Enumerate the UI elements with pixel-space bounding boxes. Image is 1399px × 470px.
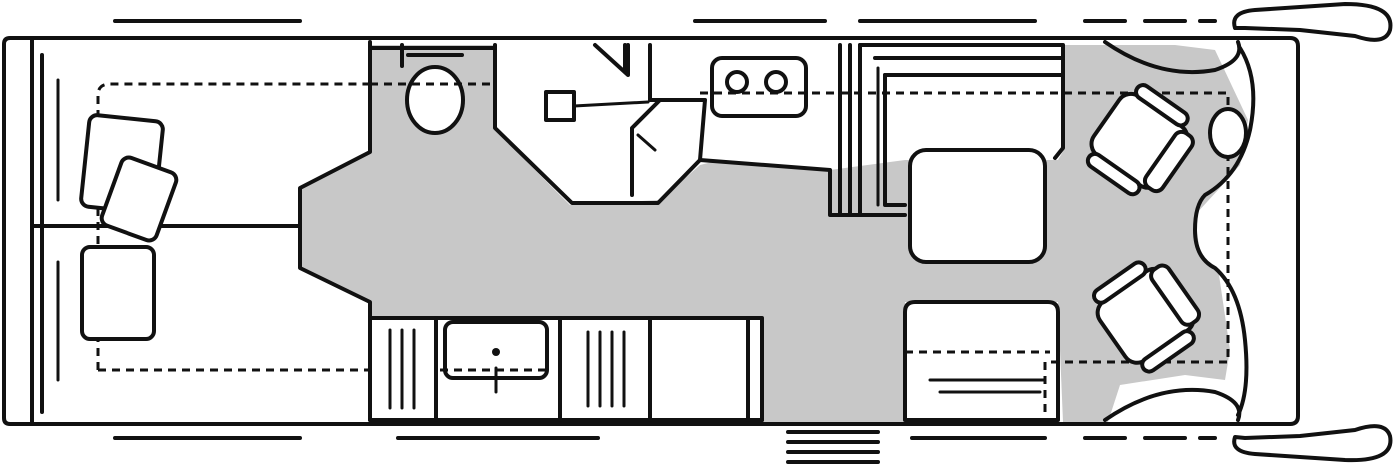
floor-area bbox=[300, 45, 1248, 422]
kitchen-counter-top bbox=[698, 43, 852, 217]
pillow-icon bbox=[99, 155, 179, 243]
entrance-step-icon bbox=[786, 430, 880, 464]
cab-outline bbox=[1103, 387, 1242, 422]
dashboard bbox=[1193, 46, 1256, 417]
mirror-icon bbox=[1232, 424, 1393, 463]
vehicle-body-outline bbox=[2, 36, 1300, 426]
mirror-icon bbox=[1232, 2, 1393, 42]
shower-icon bbox=[493, 43, 707, 205]
hob-icon bbox=[710, 56, 808, 118]
seat-icon bbox=[1085, 83, 1195, 197]
dinette-bench bbox=[903, 300, 1060, 422]
cab-outline bbox=[1103, 40, 1242, 75]
bed-partition bbox=[298, 40, 372, 422]
toilet-icon bbox=[405, 53, 465, 135]
pillow-icon bbox=[80, 245, 156, 341]
seat-icon bbox=[1092, 260, 1202, 374]
steering-wheel-icon bbox=[1208, 107, 1248, 159]
dinette-sofa bbox=[838, 43, 1065, 217]
rear-bed bbox=[30, 53, 370, 414]
table bbox=[908, 148, 1047, 264]
overhead-cabinet-line bbox=[700, 91, 1230, 420]
sink-icon bbox=[443, 320, 549, 394]
kitchen-unit bbox=[368, 316, 764, 422]
